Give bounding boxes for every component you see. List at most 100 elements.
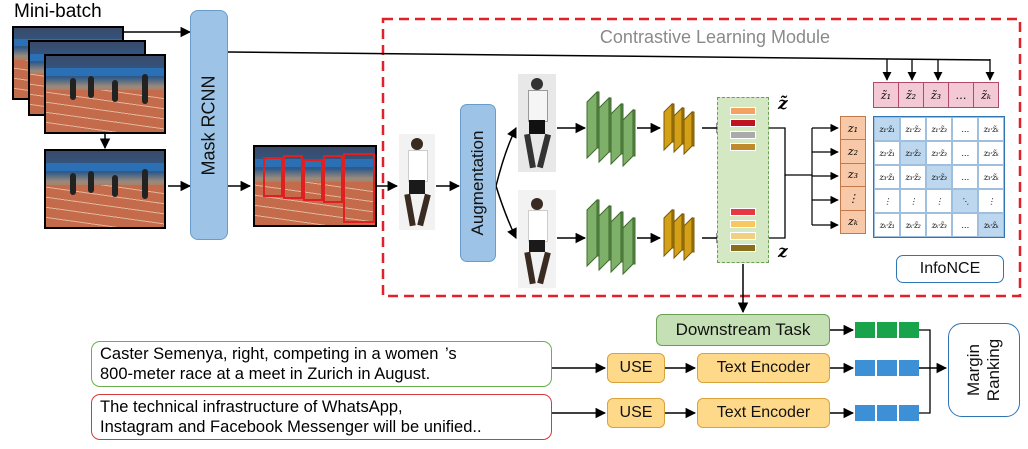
infonce-label: InfoNCE <box>919 260 981 277</box>
feature-cell <box>730 220 756 228</box>
z-tilde-token: … <box>948 82 974 108</box>
matrix-cell: zₖ·z̃₃ <box>926 213 952 237</box>
margin-label: Margin <box>964 344 983 396</box>
caption-1-line-1: Caster Semenya, right, competing in a wo… <box>100 345 457 363</box>
use-label-2: USE <box>619 404 653 421</box>
caption-box-1: Caster Semenya, right, competing in a wo… <box>91 341 552 387</box>
caption-1-line-2: 800-meter race at a meet in Zurich in Au… <box>100 365 431 383</box>
feature-vector <box>730 208 756 256</box>
mask-rcnn-box: Mask RCNN <box>190 10 228 240</box>
feature-tilde-cell <box>730 119 756 127</box>
caption-2-line-2: Instagram and Facebook Messenger will be… <box>100 418 482 436</box>
text-encoder-label-2: Text Encoder <box>716 404 811 421</box>
z-token: zₖ <box>840 209 866 234</box>
embedding-caption-1 <box>855 360 921 376</box>
detections-photo <box>253 145 377 227</box>
matrix-cell: ⋮ <box>978 189 1004 213</box>
matrix-cell: z₂·z̃ₖ <box>978 141 1004 165</box>
z-tilde-token: z̃₂ <box>898 82 924 108</box>
module-title: Contrastive Learning Module <box>600 27 830 47</box>
arrow-aug-to-top <box>495 127 517 187</box>
feature-tilde-cell <box>730 143 756 151</box>
batch-photo-front <box>44 54 166 134</box>
margin-ranking-label: Margin Ranking <box>964 339 1004 401</box>
line-ztilde-to-z <box>760 127 812 176</box>
matrix-cell: z₁·z̃₂ <box>900 117 926 141</box>
contrastive-module-boundary <box>381 17 1022 298</box>
embedding-caption-2-cell <box>855 405 875 421</box>
feature-tilde-cell <box>730 131 756 139</box>
matrix-cell: z₁·z̃₃ <box>926 117 952 141</box>
feature-cell <box>730 244 756 252</box>
text-encoder-box-1: Text Encoder <box>697 353 830 383</box>
matrix-cell: ⋮ <box>926 189 952 213</box>
z-label: z <box>778 242 788 262</box>
matrix-cell: z₂·z̃₁ <box>874 141 900 165</box>
matrix-cell: z₂·z̃₂ <box>900 141 926 165</box>
matrix-cell: … <box>952 165 978 189</box>
feature-tilde-cell <box>730 107 756 115</box>
line-detector-to-ztilde <box>227 51 991 61</box>
matrix-cell: z₁·z̃₁ <box>874 117 900 141</box>
matrix-cell: … <box>952 141 978 165</box>
cropped-athlete <box>399 134 435 230</box>
z-tilde-token: z̃₃ <box>923 82 949 108</box>
matrix-cell: z₃·z̃₂ <box>900 165 926 189</box>
caption-2-line-1: The technical infrastructure of WhatsApp… <box>100 398 403 416</box>
mini-batch-label: Mini-batch <box>14 1 102 22</box>
z-token: z₃ <box>840 162 866 188</box>
embedding-downstream-cell <box>877 322 897 338</box>
matrix-cell: z₁·z̃ₖ <box>978 117 1004 141</box>
augmentation-label: Augmentation <box>468 130 487 236</box>
use-box-1: USE <box>607 353 665 383</box>
feature-vector-tilde <box>730 107 756 155</box>
matrix-cell: ⋱ <box>952 189 978 213</box>
embedding-caption-1-cell <box>877 360 897 376</box>
downstream-task-label: Downstream Task <box>675 320 811 339</box>
matrix-cell: … <box>952 117 978 141</box>
augmented-view-top <box>518 74 556 172</box>
use-box-2: USE <box>607 398 665 428</box>
cnn-encoder-top <box>586 90 636 168</box>
projection-head-bottom <box>663 208 695 262</box>
caption-box-2: The technical infrastructure of WhatsApp… <box>91 394 552 440</box>
z-tilde-label: z̃ <box>778 94 788 114</box>
augmentation-box: Augmentation <box>460 104 496 262</box>
batch-photo-selected <box>44 149 166 229</box>
augmented-view-bottom <box>518 190 556 288</box>
embedding-downstream-cell <box>899 322 919 338</box>
matrix-cell: z₂·z̃₃ <box>926 141 952 165</box>
matrix-cell: zₖ·z̃ₖ <box>978 213 1004 237</box>
z-tilde-token: z̃ₖ <box>973 82 999 108</box>
embedding-downstream <box>855 322 921 338</box>
matrix-cell: z₃·z̃₁ <box>874 165 900 189</box>
matrix-row: ⋮⋮⋮⋱⋮ <box>874 189 1004 213</box>
z-token: ⋮ <box>840 186 866 211</box>
matrix-cell: zₖ·z̃₁ <box>874 213 900 237</box>
line-emb-to-ranking <box>916 329 931 414</box>
embedding-caption-1-cell <box>899 360 919 376</box>
embedding-caption-2 <box>855 405 921 421</box>
text-encoder-box-2: Text Encoder <box>697 398 830 428</box>
embedding-downstream-cell <box>855 322 875 338</box>
cnn-encoder-bottom <box>586 198 636 276</box>
matrix-cell: zₖ·z̃₂ <box>900 213 926 237</box>
projection-head-top <box>663 102 695 156</box>
matrix-cell: z₃·z̃ₖ <box>978 165 1004 189</box>
use-label-1: USE <box>619 359 653 376</box>
embedding-caption-2-cell <box>877 405 897 421</box>
z-token: z₁ <box>840 116 866 141</box>
embedding-caption-1-cell <box>855 360 875 376</box>
embedding-caption-2-cell <box>899 405 919 421</box>
margin-ranking-box: Margin Ranking <box>948 323 1020 417</box>
matrix-cell: … <box>952 213 978 237</box>
mask-rcnn-label: Mask RCNN <box>198 75 219 176</box>
feature-cell <box>730 208 756 216</box>
downstream-task-box: Downstream Task <box>656 314 830 346</box>
